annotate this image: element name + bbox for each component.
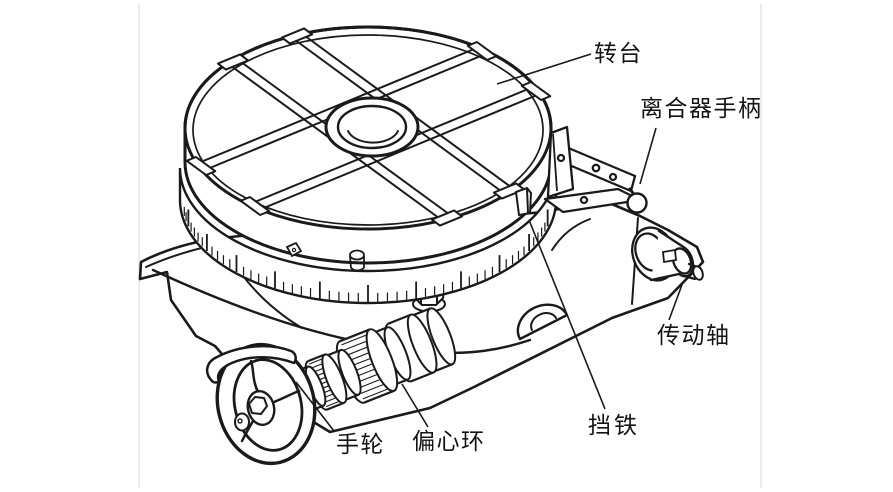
leader-lines <box>295 53 684 432</box>
stop-pin <box>514 186 533 217</box>
clutch-ball <box>626 192 648 214</box>
part-label-table: 转台 <box>594 40 643 66</box>
t-slot-ends <box>185 27 552 227</box>
dial-ticks <box>183 206 549 302</box>
center-hole <box>324 96 420 158</box>
shaft-assembly <box>286 307 457 411</box>
clutch-bracket <box>543 125 648 214</box>
shaft-keyway <box>662 248 677 264</box>
leader-table <box>496 53 592 85</box>
part-label-eccentric-ring: 偏心环 <box>412 428 486 454</box>
leader-drive-shaft <box>668 281 684 321</box>
leader-eccentric-ring <box>401 383 429 428</box>
dial-index-pin <box>285 241 303 258</box>
table-bevel <box>192 34 544 226</box>
part-label-clutch-handle: 离合器手柄 <box>640 95 763 121</box>
hub-hex-nut <box>248 396 268 415</box>
drive-shaft <box>631 226 704 282</box>
part-label-drive-shaft: 传动轴 <box>657 322 731 348</box>
table-top <box>183 25 553 265</box>
leader-clutch-handle <box>639 127 657 185</box>
scan-edge-lines <box>138 4 762 488</box>
leader-handwheel <box>295 381 335 432</box>
clamp-slot <box>516 303 569 341</box>
base-right-rib <box>551 218 591 251</box>
part-label-stop-block: 挡铁 <box>588 412 640 438</box>
crank-grip <box>205 345 297 384</box>
leader-stop-block <box>528 219 606 410</box>
part-label-handwheel: 手轮 <box>336 431 385 457</box>
handwheel <box>205 342 317 466</box>
table-surface-edge <box>183 25 553 231</box>
dial-lock-bolt <box>349 249 365 272</box>
